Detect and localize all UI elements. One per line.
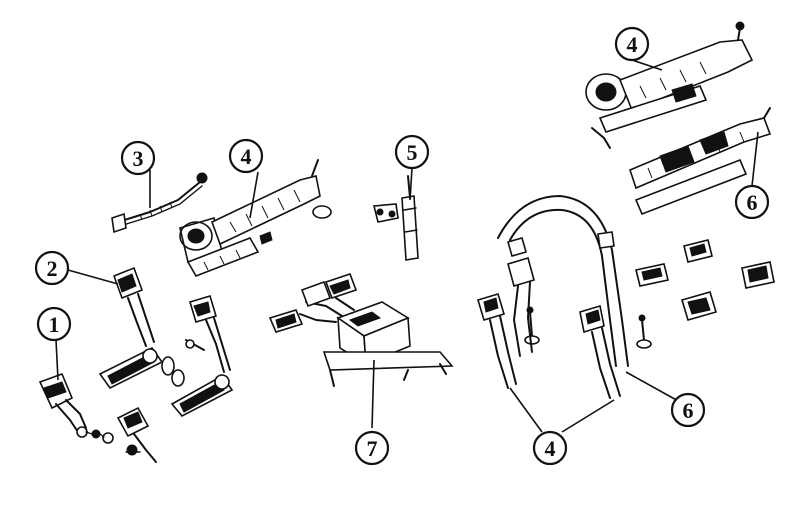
- part-3-cable: [111, 172, 208, 234]
- callout-6-right-label: 6: [747, 190, 758, 215]
- part-6-belt-top-right: [629, 107, 772, 216]
- callout-4-left-label: 4: [241, 144, 252, 169]
- part-5-bracket: [372, 175, 419, 261]
- callout-5-label: 5: [407, 140, 418, 165]
- callout-4-bottom-label: 4: [545, 436, 556, 461]
- part-4-retractor-top-right: [585, 21, 754, 149]
- part-7-control-module: [268, 272, 454, 387]
- callout-1: 1: [36, 306, 72, 342]
- callout-2: 2: [34, 250, 70, 286]
- callout-6-lower-label: 6: [683, 398, 694, 423]
- callout-3-label: 3: [133, 146, 144, 171]
- leader-lines: [55, 59, 759, 433]
- part-4-retractor-left: [179, 159, 332, 277]
- callout-4-top-right: 4: [614, 26, 650, 62]
- part-4-belt-loop-assembly: [477, 195, 629, 399]
- small-clips-group: [524, 239, 775, 349]
- callout-2-label: 2: [47, 256, 58, 281]
- callout-4-top-right-label: 4: [627, 32, 638, 57]
- part-2-buckle-brackets: [98, 266, 234, 418]
- callout-3: 3: [120, 140, 156, 176]
- callout-4-left: 4: [228, 138, 264, 174]
- callout-5: 5: [394, 134, 430, 170]
- callout-7: 7: [354, 430, 390, 466]
- callout-7-label: 7: [367, 436, 378, 461]
- callout-4-bottom: 4: [532, 430, 568, 466]
- part-1-buckle-assembly: [38, 372, 157, 463]
- callout-6-right: 6: [734, 184, 770, 220]
- callout-6-lower: 6: [670, 392, 706, 428]
- callout-1-label: 1: [49, 312, 60, 337]
